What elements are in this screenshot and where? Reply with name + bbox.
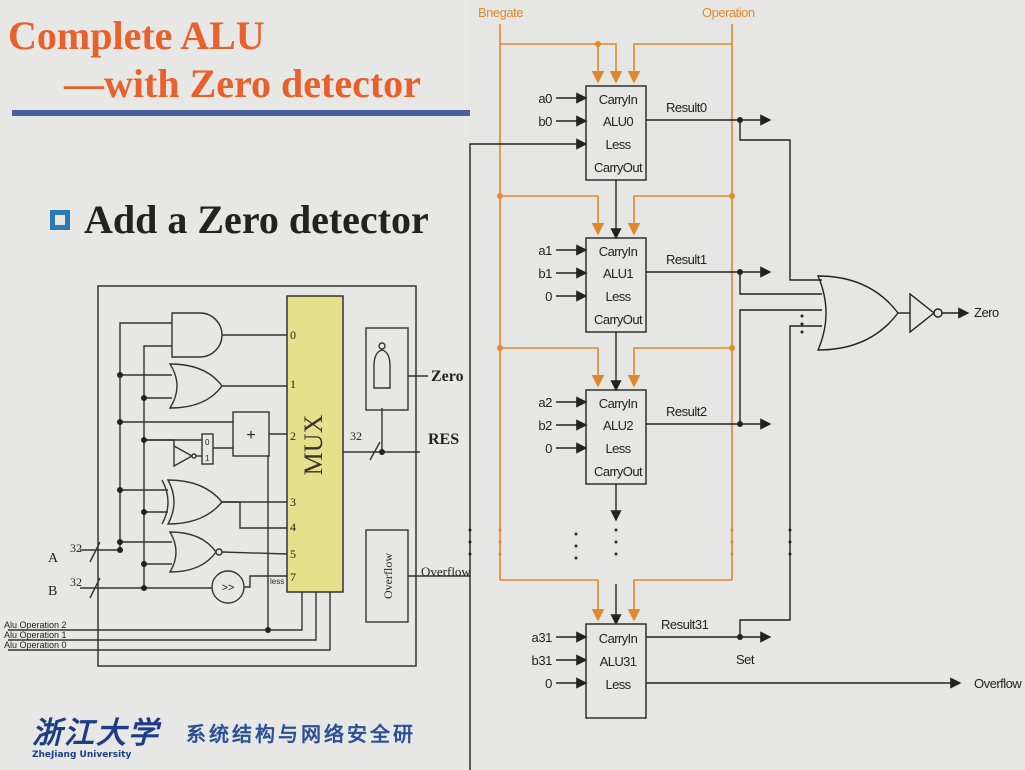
- adder-symbol: +: [246, 427, 255, 444]
- alu-chain-diagram: Bnegate Operation CarryIn ALU0 Less Carr…: [468, 0, 1025, 770]
- zero-output-label: Zero: [974, 305, 999, 320]
- alu31-name: ALU31: [600, 654, 637, 669]
- alu2-input-a: a2: [538, 395, 552, 410]
- zero-label: Zero: [431, 368, 464, 385]
- zero-nor-gate: [373, 349, 391, 389]
- zero-detector-box: [365, 327, 409, 411]
- mux-input-0: 0: [290, 328, 296, 342]
- bullet-text: Add a Zero detector: [84, 197, 429, 242]
- selector-bit-1: 1: [205, 454, 210, 463]
- selector-bit-0: 0: [205, 438, 210, 447]
- mux-input-5: 5: [290, 547, 296, 561]
- alu2-carryin: CarryIn: [599, 396, 638, 411]
- mux-input-1: 1: [290, 377, 296, 391]
- zero-not-gate: [909, 292, 936, 334]
- alu1-box: [585, 237, 647, 333]
- adder-block: [232, 411, 270, 457]
- inverter: [173, 444, 194, 468]
- alu1-less: Less: [605, 289, 631, 304]
- mux-input-7: 7: [290, 570, 296, 584]
- alu31-input-a: a31: [532, 630, 553, 645]
- alu0-input-a: a0: [538, 91, 552, 106]
- alu2-name: ALU2: [603, 418, 633, 433]
- overflow-box-label: Overflow: [381, 553, 395, 599]
- zju-logo: 浙江大学 ZheJiang University: [32, 708, 160, 760]
- selector-mux: [201, 433, 214, 465]
- alu0-less: Less: [605, 137, 631, 152]
- alu-operation-1: Alu Operation 1: [4, 630, 67, 640]
- alu2-input-less: 0: [545, 441, 552, 456]
- mux-input-4: 4: [290, 520, 296, 534]
- alu0-carryout: CarryOut: [594, 160, 643, 175]
- xor-gate: [166, 479, 223, 525]
- input-a-label: A: [48, 551, 59, 566]
- nor-gate: [168, 531, 217, 573]
- overflow-output-label: Overflow: [421, 564, 470, 579]
- alu1-input-b: b1: [538, 266, 552, 281]
- mux-block: [286, 295, 344, 593]
- less-label: less: [270, 577, 284, 586]
- and-gate: [171, 312, 223, 358]
- zero-or-gate: [816, 275, 899, 351]
- result2-label: Result2: [666, 404, 707, 419]
- or-gate: [168, 363, 223, 409]
- alu0-input-b: b0: [538, 114, 552, 129]
- alu-operation-2: Alu Operation 2: [4, 620, 67, 630]
- result31-label: Result31: [661, 617, 709, 632]
- input-b-label: B: [48, 584, 57, 599]
- result1-label: Result1: [666, 252, 707, 267]
- title-underline: [12, 110, 470, 116]
- mux-label: MUX: [299, 414, 328, 475]
- alu0-carryin: CarryIn: [599, 92, 638, 107]
- bnegate-label: Bnegate: [478, 5, 523, 20]
- mux-input-3: 3: [290, 495, 296, 509]
- bus-width-b: 32: [70, 575, 82, 589]
- alu-operation-0: Alu Operation 0: [4, 640, 67, 650]
- alu-mux-diagram: MUX 0 1 2 3 4 5 7: [4, 285, 470, 667]
- operation-label: Operation: [702, 5, 755, 20]
- bus-width-res: 32: [350, 429, 362, 443]
- alu2-carryout: CarryOut: [594, 464, 643, 479]
- alu1-carryout: CarryOut: [594, 312, 643, 327]
- res-label: RES: [428, 431, 459, 448]
- alu31-input-less: 0: [545, 676, 552, 691]
- alu31-carryin: CarryIn: [599, 631, 638, 646]
- title-line-2: —with Zero detector: [64, 61, 421, 106]
- alu31-box: [585, 623, 647, 719]
- mux-input-2: 2: [290, 429, 296, 443]
- bus-width-a: 32: [70, 541, 82, 555]
- result0-label: Result0: [666, 100, 707, 115]
- alu0-box: [585, 85, 647, 181]
- alu1-carryin: CarryIn: [599, 244, 638, 259]
- alu2-box: [585, 389, 647, 485]
- alu1-input-a: a1: [538, 243, 552, 258]
- alu31-input-b: b31: [532, 653, 553, 668]
- set-label: Set: [736, 652, 755, 667]
- alu1-name: ALU1: [603, 266, 633, 281]
- shifter-symbol: >>: [222, 582, 235, 594]
- logo-english: ZheJiang University: [32, 750, 132, 760]
- diagram-frame: [97, 285, 417, 667]
- title-line-1: Complete ALU: [8, 13, 265, 58]
- alu2-input-b: b2: [538, 418, 552, 433]
- alu0-name: ALU0: [603, 114, 633, 129]
- alu31-less: Less: [605, 677, 631, 692]
- alu1-input-less: 0: [545, 289, 552, 304]
- alu2-less: Less: [605, 441, 631, 456]
- bullet-item: Add a Zero detector: [50, 196, 429, 243]
- lab-name: 系统结构与网络安全研: [186, 722, 416, 746]
- logo-chinese: 浙江大学: [32, 716, 160, 751]
- overflow-label: Overflow: [974, 676, 1022, 691]
- square-bullet-icon: [50, 209, 70, 230]
- slide-title: Complete ALU —with Zero detector: [8, 12, 421, 108]
